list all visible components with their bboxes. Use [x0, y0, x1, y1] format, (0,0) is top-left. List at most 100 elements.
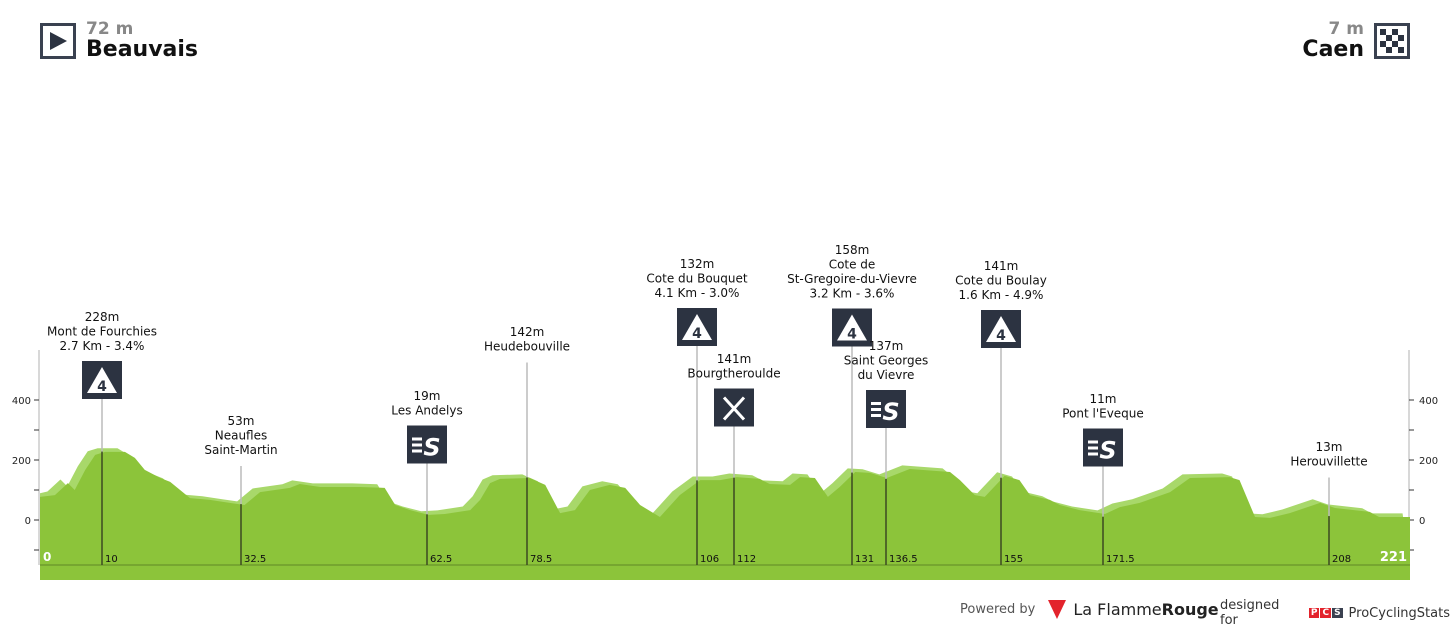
start-city: Beauvais	[86, 37, 199, 62]
point-elevation: 141m	[717, 352, 752, 366]
y-tick-label: 200	[12, 456, 31, 467]
speed-line	[1088, 452, 1098, 456]
speed-line	[412, 437, 422, 441]
flamme-rouge-brand: La FlammeRouge	[1073, 599, 1219, 619]
point-label: Bourgtheroulde	[687, 367, 780, 381]
km-label: 78.5	[530, 554, 552, 565]
climb-cat4-icon: 4	[832, 308, 872, 347]
triangle	[986, 316, 1016, 342]
point-elevation: 53m	[228, 414, 255, 428]
category-number: 4	[692, 326, 702, 342]
point-elevation: 142m	[510, 325, 545, 339]
speed-line	[871, 414, 881, 417]
category-number: 4	[97, 379, 107, 395]
sprint-icon: S	[866, 390, 906, 428]
sprint-icon: S	[407, 425, 447, 464]
flamme-rouge-logo-icon	[1048, 600, 1067, 619]
speed-line	[1088, 446, 1098, 450]
designed-for-label: designed for	[1220, 598, 1280, 628]
point-label: Herouvillette	[1290, 455, 1367, 469]
point-label: Cote du Bouquet	[646, 272, 747, 286]
point-elevation: 158m	[835, 243, 870, 257]
point-label: Saint-Martin	[204, 443, 277, 457]
speed-line	[871, 402, 881, 405]
point-label: Neaufles	[215, 429, 268, 443]
point-elevation: 141m	[984, 259, 1019, 273]
speed-line	[1088, 440, 1098, 444]
climb-cat4-icon: 4	[981, 310, 1021, 348]
point-label: 2.7 Km - 3.4%	[60, 339, 145, 353]
point-label: 1.6 Km - 4.9%	[959, 288, 1044, 302]
point-elevation: 137m	[869, 339, 904, 353]
point-label: St-Gregoire-du-Vievre	[787, 272, 917, 286]
km-label: 208	[1332, 554, 1351, 565]
powered-by: Powered by La FlammeRouge	[960, 598, 1219, 620]
km-label: 106	[700, 554, 719, 565]
profile-area	[40, 451, 1410, 565]
y-tick-label: 400	[1419, 396, 1438, 407]
feed-zone-icon	[714, 388, 754, 427]
speed-line	[412, 443, 422, 447]
point-label: 4.1 Km - 3.0%	[655, 286, 740, 300]
point-label: du Vievre	[858, 368, 915, 382]
triangle	[87, 367, 117, 393]
point-label: Mont de Fourchies	[47, 325, 157, 339]
start-altitude: 72 m	[86, 19, 134, 39]
km-label: 136.5	[889, 554, 918, 565]
point-label: Cote de	[829, 258, 876, 272]
start-header: 72 m Beauvais	[40, 20, 198, 62]
speed-line	[412, 449, 422, 453]
pcs-logo-icon: P C S	[1308, 608, 1343, 618]
sprint-icon: S	[1083, 428, 1123, 467]
start-flag-icon	[40, 23, 76, 59]
triangle	[837, 314, 867, 341]
speed-line	[871, 408, 881, 411]
km-label: 10	[105, 554, 118, 565]
point-elevation: 19m	[414, 389, 441, 403]
category-number: 4	[847, 327, 857, 343]
category-number: 4	[996, 328, 1006, 344]
point-elevation: 13m	[1316, 440, 1343, 454]
point-label: Heudebouville	[484, 340, 570, 354]
triangle	[682, 314, 712, 340]
km-label: 131	[855, 554, 874, 565]
y-tick-label: 0	[1419, 516, 1425, 527]
distance-axis-band	[40, 565, 1410, 580]
finish-header: 7 m Caen	[1302, 20, 1410, 62]
km-start-label: 0	[43, 550, 51, 564]
powered-by-label: Powered by	[960, 601, 1036, 617]
y-tick-label: 400	[12, 396, 31, 407]
km-label: 62.5	[430, 554, 452, 565]
point-label: Les Andelys	[391, 404, 462, 418]
point-label: Pont l'Eveque	[1062, 407, 1144, 421]
km-end-label: 221	[1380, 550, 1407, 565]
finish-city: Caen	[1302, 37, 1364, 62]
designed-for: designed for P C S ProCyclingStats	[1220, 598, 1450, 628]
point-elevation: 11m	[1090, 392, 1117, 406]
sprint-letter: S	[423, 434, 440, 462]
checkered-flag-icon	[1374, 23, 1410, 59]
point-label: 3.2 Km - 3.6%	[810, 287, 895, 301]
fork	[722, 396, 746, 421]
y-tick-label: 0	[25, 516, 31, 527]
km-label: 155	[1004, 554, 1023, 565]
y-tick-label: 200	[1419, 456, 1438, 467]
sprint-letter: S	[1099, 437, 1116, 465]
point-elevation: 228m	[85, 310, 120, 324]
point-label: Cote du Boulay	[955, 274, 1047, 288]
sprint-letter: S	[882, 398, 899, 426]
km-label: 171.5	[1106, 554, 1135, 565]
km-label: 112	[737, 554, 756, 565]
climb-cat4-icon: 4	[82, 361, 122, 399]
finish-altitude: 7 m	[1328, 19, 1364, 39]
